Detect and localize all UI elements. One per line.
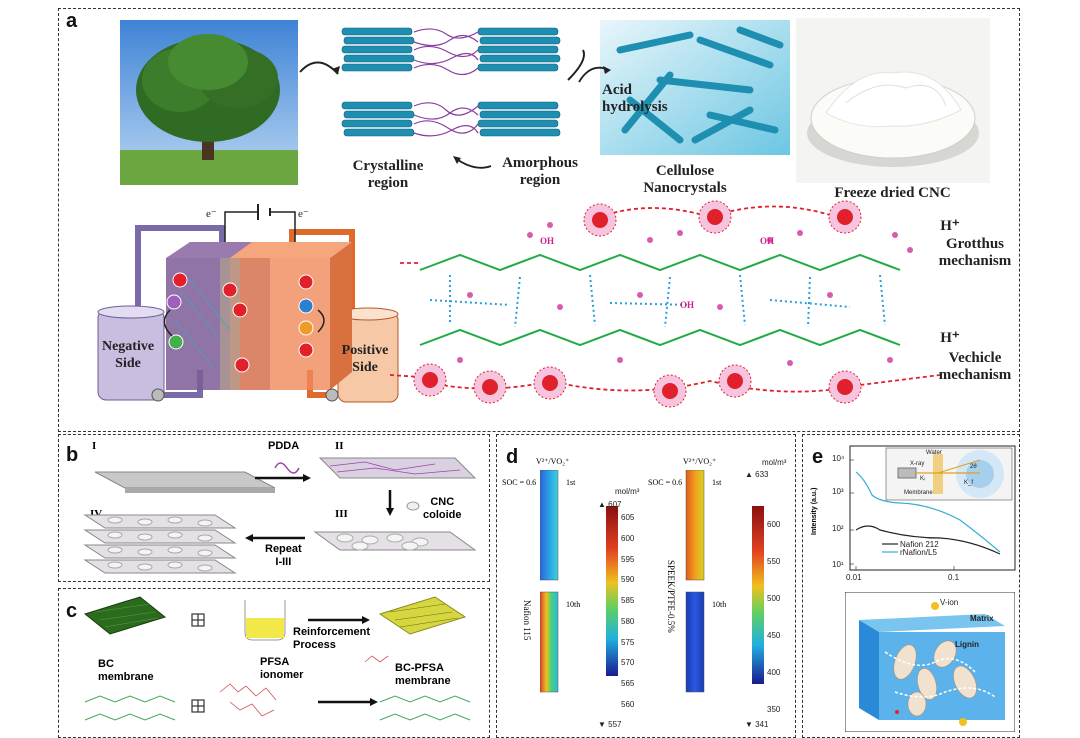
concentration-maps — [540, 470, 764, 693]
freeze-dried-label: Freeze dried CNC — [834, 185, 951, 201]
lignin-label: Lignin — [955, 640, 979, 649]
panel-b-label: b — [66, 444, 79, 466]
tree-image — [120, 20, 298, 185]
colorbar-tick: 400 — [767, 668, 781, 677]
bc-pfsa-membrane-label: BC-PFSA membrane — [395, 662, 451, 687]
colorbar-tick: 590 — [621, 575, 635, 585]
oh-label: OH — [760, 236, 775, 246]
cycle-label: 1st — [712, 478, 722, 487]
inset-xray: X-ray — [910, 461, 925, 467]
ion-label: V²⁺/VO₂⁺ — [683, 457, 717, 466]
cnc-label: Cellulose Nanocrystals — [643, 163, 727, 196]
colorbar-tick: 560 — [621, 700, 635, 709]
vehicle-label: Vechicle mechanism — [938, 350, 1012, 383]
arrow-icon — [578, 66, 611, 83]
panel-d-label: d — [506, 446, 519, 468]
unit-label: mol/m³ — [762, 458, 787, 467]
y-axis-label: Intensity (a.u.) — [811, 487, 818, 535]
colorbar-tick: 600 — [767, 520, 781, 529]
legend-entry: Nafion 212 — [900, 540, 939, 549]
freeze-dried-cnc-image — [796, 18, 990, 183]
h-plus-label: H⁺ — [940, 218, 960, 234]
repeat-label: Repeat I-III — [265, 543, 302, 568]
arrow-icon — [453, 156, 492, 169]
cycle-label: 1st — [566, 478, 576, 487]
flow-battery-diagram — [97, 204, 399, 403]
cellulose-fibers — [341, 27, 585, 137]
soc-label: SOC = 0.6 — [648, 478, 683, 487]
oh-label: OH — [680, 300, 695, 310]
step-label: III — [335, 508, 348, 520]
y-tick: 10¹ — [832, 560, 844, 569]
scale-min: ▼ 341 — [745, 720, 769, 729]
layer-by-layer-diagram — [83, 457, 477, 574]
soc-label: SOC = 0.6 — [502, 478, 537, 487]
x-tick: 0.01 — [846, 573, 862, 582]
scale-max: ▲ 633 — [745, 470, 769, 479]
saxs-plot — [849, 445, 1016, 571]
acid-hydrolysis-label: Acid hydrolysis — [602, 82, 668, 115]
step-label: II — [335, 440, 344, 452]
panel-a — [58, 8, 1020, 432]
colorbar-tick: 450 — [767, 631, 781, 640]
cnc-coloide-label: CNC coloide — [423, 496, 462, 521]
colorbar-tick: 500 — [767, 594, 781, 603]
panel-b — [58, 434, 490, 582]
scale-min: ▼ 557 — [598, 720, 622, 729]
cnc-rods — [600, 20, 790, 155]
colorbar-tick: 550 — [767, 557, 781, 566]
scale-max: ▲ 607 — [598, 500, 622, 509]
amorphous-label: Amorphous region — [502, 155, 578, 188]
colorbar-tick: 595 — [621, 554, 635, 564]
colorbar-tick: 585 — [621, 596, 635, 606]
vion-label: V-ion — [940, 598, 959, 607]
pdda-label: PDDA — [268, 440, 300, 452]
positive-side-label: Positive Side — [341, 343, 389, 375]
pfsa-ionomer-label: PFSA ionomer — [260, 656, 304, 681]
inset-kf: K_f — [964, 480, 974, 486]
electron-label: e⁻ — [298, 208, 309, 220]
reinforcement-label: Reinforcement Process — [293, 626, 371, 651]
membrane-label: Nafion 115 — [522, 600, 532, 641]
curved-arrow-icon — [299, 61, 340, 75]
panel-e-label: e — [812, 446, 824, 468]
colorbar-tick: 600 — [621, 533, 635, 543]
y-tick: 10⁴ — [832, 454, 845, 463]
y-tick: 10³ — [832, 487, 844, 496]
oh-label: OH — [540, 236, 555, 246]
y-tick: 10² — [832, 524, 844, 533]
bc-membrane-label: BC membrane — [98, 658, 154, 683]
colorbar-tick: 580 — [621, 616, 635, 626]
h-plus-label: H⁺ — [880, 608, 890, 617]
proton-transport-diagram — [390, 200, 941, 408]
colorbar-tick: 350 — [767, 705, 781, 714]
panel-a-label: a — [66, 10, 78, 32]
grotthus-label: Grotthus mechanism — [938, 236, 1012, 269]
ion-label: V²⁺/VO₂⁺ — [536, 457, 570, 466]
x-tick: 0.1 — [948, 573, 960, 582]
matrix-label: Matrix — [970, 614, 994, 623]
step-label: I — [92, 440, 97, 452]
electron-label: e⁻ — [206, 208, 217, 220]
inset-membrane: Membrane — [904, 490, 933, 496]
cycle-label: 10th — [712, 600, 727, 609]
crystalline-label: Crystalline region — [352, 158, 424, 191]
inset-ki: Kᵢ — [920, 476, 925, 482]
inset-water: Water — [926, 450, 942, 456]
negative-side-label: Negative Side — [101, 339, 155, 371]
h-plus-label: H⁺ — [940, 330, 960, 346]
colorbar-tick: 605 — [621, 513, 635, 522]
colorbar-tick: 570 — [621, 658, 635, 668]
membrane-3d-diagram — [845, 592, 1015, 732]
colorbar-tick: 575 — [621, 637, 635, 647]
legend-entry: rNafion/L5 — [900, 548, 937, 557]
unit-label: mol/m³ — [615, 487, 640, 496]
colorbar-tick: 565 — [621, 679, 635, 689]
cycle-label: 10th — [566, 600, 581, 609]
bc-pfsa-diagram — [83, 596, 471, 721]
panel-c-label: c — [66, 600, 78, 622]
inset-two-theta: 2θ — [970, 464, 977, 470]
